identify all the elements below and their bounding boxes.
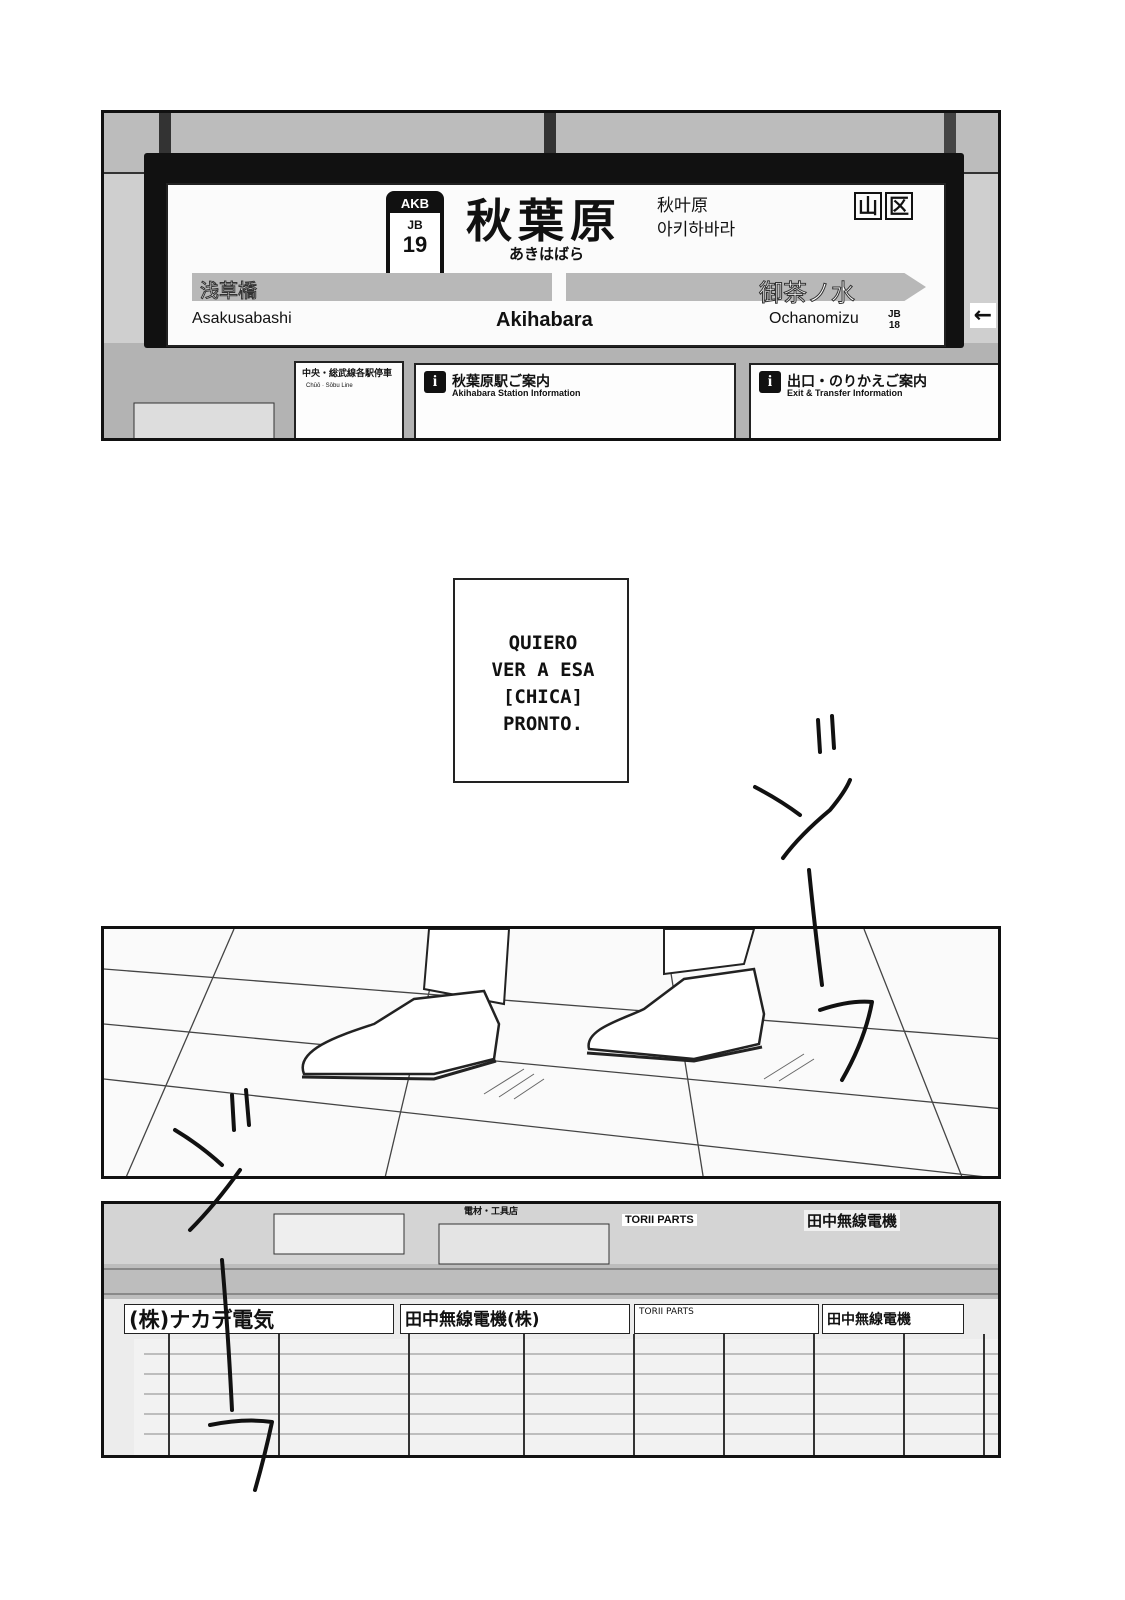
next-station-kanji: 御茶ノ水 [759,279,856,308]
area-marks: 山区 [854,190,916,220]
next-station-bar [566,273,926,301]
exit-info-title: 出口・のりかえご案内 [787,374,927,390]
station-sign [144,153,964,348]
prev-station-roman: Asakusabashi [192,310,292,327]
station-name-chinese: 秋叶原 [657,196,708,216]
line-board: 中央・総武線各駅停車 Chūō · Sōbu Line [294,361,404,438]
station-name-hiragana: あきはばら [509,245,585,263]
prev-station-kanji: 浅草橋 [199,280,258,303]
area-mark-ku: 区 [885,192,913,220]
caption-line-1: QUIERO [508,632,578,654]
storefront-background-art [104,1204,998,1455]
panel-sneakers [101,926,1001,1179]
shop-sign-torii: TORII PARTS [634,1304,819,1334]
station-sign-face [166,183,946,347]
station-name-kanji: 秋葉原 [466,194,622,248]
panel-storefronts: 電材・工具店 TORII PARTS 田中無線電機 (株)ナカデ電気 田中無線電… [101,1201,1001,1458]
line-board-title: 中央・総武線各駅停車 [302,369,393,379]
upper-tanaka-sign: 田中無線電機 [804,1210,901,1231]
next-station-code-line: JB [888,309,901,320]
station-code-badge: AKB JB 19 [386,191,444,283]
station-info-board: i 秋葉原駅ご案内 Akihabara Station Information [414,363,736,438]
upper-torii-sign: TORII PARTS [622,1214,697,1226]
caption-line-2: VER A ESA [491,659,595,681]
area-mark-yama: 山 [854,192,882,220]
exit-info-board: i 出口・のりかえご案内 Exit & Transfer Information [749,363,998,438]
station-name-korean: 아키하바라 [657,220,736,240]
station-info-subtitle: Akihabara Station Information [452,388,581,398]
upper-tools-sign: 電材・工具店 [464,1207,519,1217]
next-station-roman: Ochanomizu [769,310,859,327]
shop-sign-tanaka: 田中無線電機(株) [400,1304,630,1334]
station-code-number: 19 [402,232,428,257]
next-station-code: JB 18 [888,309,901,331]
exit-info-subtitle: Exit & Transfer Information [787,388,903,398]
shop-sign-nakade: (株)ナカデ電気 [124,1304,394,1334]
tiled-floor-art [104,929,998,1176]
panel-station-sign: AKB JB 19 秋葉原 あきはばら 秋叶原 아키하바라 山区 浅草橋 御茶ノ… [101,110,1001,441]
info-icon: i [759,371,781,393]
caption-line-3: [CHICA] [502,686,584,708]
next-station-code-number: 18 [888,320,900,331]
station-code-line: JB [407,218,423,232]
caption-line-4: PRONTO. [502,713,584,735]
station-code-short: AKB [390,195,440,213]
station-name-roman: Akihabara [496,309,593,331]
shop-sign-tanaka-right: 田中無線電機 [822,1304,964,1334]
line-board-sub: Chūō · Sōbu Line [306,383,353,389]
station-info-title: 秋葉原駅ご案内 [452,374,550,390]
left-arrow-icon: ← [969,303,996,328]
prev-station-bar [192,273,552,301]
caption-box: QUIERO VER A ESA [CHICA] PRONTO. [453,578,629,783]
info-icon: i [424,371,446,393]
